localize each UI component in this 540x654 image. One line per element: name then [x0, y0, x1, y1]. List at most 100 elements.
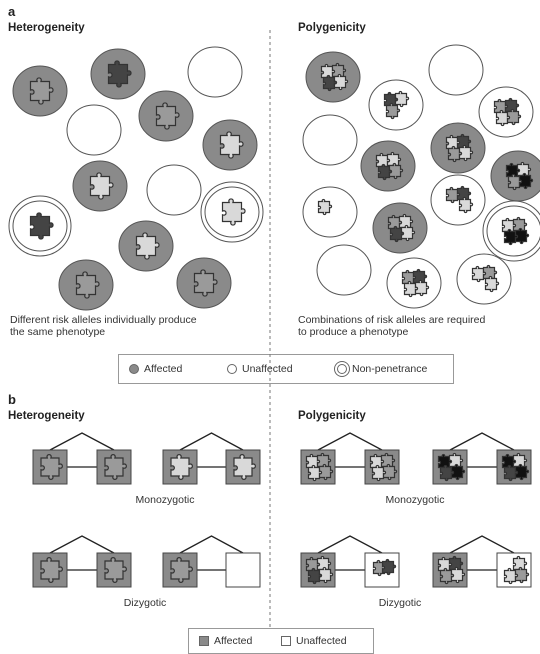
panel-b-polygenicity-title: Polygenicity — [298, 410, 366, 422]
twin-right — [225, 449, 261, 485]
puzzle-piece-icon — [107, 60, 132, 88]
puzzle-piece-icon — [104, 557, 127, 583]
polygenicity-individual — [428, 44, 484, 96]
twin-connector — [179, 535, 244, 554]
unaffected-circle — [146, 164, 202, 216]
twin-right — [496, 449, 532, 485]
panel-b-right-dizygotic: Dizygotic — [378, 597, 422, 609]
puzzle-piece-icon — [318, 566, 334, 584]
twin-connector — [49, 432, 115, 451]
unaffected-circle — [66, 104, 122, 156]
twin-connector — [317, 432, 383, 451]
puzzle-piece-icon — [29, 77, 54, 105]
panel-a-heterogeneity-title: Heterogeneity — [8, 22, 85, 34]
poly-mz-twins-2 — [449, 432, 515, 468]
panel-b-right-monozygotic: Monozygotic — [385, 494, 445, 506]
panel-b-left-dizygotic: Dizygotic — [123, 597, 167, 609]
heterogeneity-individual — [72, 160, 128, 212]
puzzle-piece-icon — [382, 463, 398, 481]
panel-b-letter: b — [8, 392, 16, 407]
puzzle-piece-icon — [400, 224, 416, 242]
unaffected-circle-icon — [227, 364, 237, 374]
puzzle-piece-icon — [450, 566, 466, 584]
polygenicity-individual — [430, 122, 486, 174]
unaffected-circle — [302, 114, 358, 166]
heterogeneity-individual — [90, 48, 146, 100]
legend-unaffected: Unaffected — [227, 363, 293, 375]
het-mz-twins-1 — [49, 432, 115, 468]
puzzle-piece-icon — [193, 269, 218, 297]
twin-right — [96, 552, 132, 588]
puzzle-piece-icon — [318, 463, 334, 481]
puzzle-piece-icon — [219, 131, 244, 159]
panel-a-left-caption-line1: Different risk alleles individually prod… — [10, 314, 197, 326]
polygenicity-individual — [372, 202, 428, 254]
heterogeneity-individual — [58, 259, 114, 311]
twin-right — [496, 552, 532, 588]
puzzle-piece-icon — [506, 108, 522, 126]
polygenicity-individual — [305, 51, 361, 103]
polygenicity-individual — [368, 79, 424, 131]
twin-left — [32, 449, 68, 485]
heterogeneity-individual — [138, 90, 194, 142]
heterogeneity-individual — [176, 257, 232, 309]
non-penetrance-circle-icon — [337, 364, 347, 374]
legend-non-penetrance: Non-penetrance — [337, 363, 427, 375]
puzzle-piece-icon — [233, 454, 256, 480]
heterogeneity-individual — [146, 164, 202, 216]
polygenicity-individual — [456, 253, 512, 305]
polygenicity-individual — [490, 150, 540, 202]
puzzle-piece-icon — [89, 172, 114, 200]
legend-affected-label: Affected — [144, 363, 183, 375]
puzzle-piece-icon — [388, 162, 404, 180]
polygenicity-individual — [430, 174, 486, 226]
panel-a-polygenicity-title: Polygenicity — [298, 22, 366, 34]
poly-dz-twins-2 — [449, 535, 515, 571]
puzzle-piece-icon — [29, 212, 54, 240]
affected-circle-icon — [129, 364, 139, 374]
puzzle-piece-icon — [385, 102, 401, 120]
puzzle-piece-icon — [484, 275, 500, 293]
puzzle-piece-icon — [414, 279, 430, 297]
heterogeneity-individual — [66, 104, 122, 156]
panel-a-letter: a — [8, 4, 16, 19]
twin-left — [162, 449, 198, 485]
puzzle-piece-icon — [75, 271, 100, 299]
twin-connector — [449, 432, 515, 451]
twin-right — [96, 449, 132, 485]
puzzle-piece-icon — [40, 454, 63, 480]
twin-left — [432, 552, 468, 588]
twin-connector — [49, 535, 115, 554]
legend-unaffected-label: Unaffected — [242, 363, 293, 375]
puzzle-piece-icon — [221, 198, 246, 226]
legend-affected: Affected — [129, 363, 182, 375]
puzzle-piece-icon — [458, 196, 474, 214]
twin-right — [364, 552, 400, 588]
puzzle-piece-icon — [458, 144, 474, 162]
legend-b-unaffected-label: Unaffected — [296, 635, 347, 647]
polygenicity-individual — [302, 186, 358, 238]
twin-connector — [317, 535, 383, 554]
puzzle-piece-icon — [514, 227, 530, 245]
unaffected-square-icon — [281, 636, 291, 646]
het-dz-twins-1 — [49, 535, 115, 571]
puzzle-piece-icon — [394, 90, 410, 108]
panel-a-right-caption: Combinations of risk alleles are require… — [298, 314, 485, 338]
panel-b-left-monozygotic: Monozygotic — [135, 494, 195, 506]
unaffected-circle — [187, 46, 243, 98]
panel-a-left-caption: Different risk alleles individually prod… — [10, 314, 197, 338]
twin-left — [32, 552, 68, 588]
polygenicity-individual — [482, 200, 540, 262]
puzzle-piece-icon — [40, 557, 63, 583]
puzzle-piece-icon — [104, 454, 127, 480]
puzzle-piece-icon — [381, 558, 397, 576]
twin-right — [364, 449, 400, 485]
polygenicity-individual — [302, 114, 358, 166]
puzzle-piece-icon — [333, 73, 349, 91]
legend-b-unaffected: Unaffected — [281, 635, 347, 647]
legend-b-affected: Affected — [199, 635, 252, 647]
heterogeneity-individual — [202, 119, 258, 171]
puzzle-piece-icon — [155, 102, 180, 130]
twin-left — [432, 449, 468, 485]
